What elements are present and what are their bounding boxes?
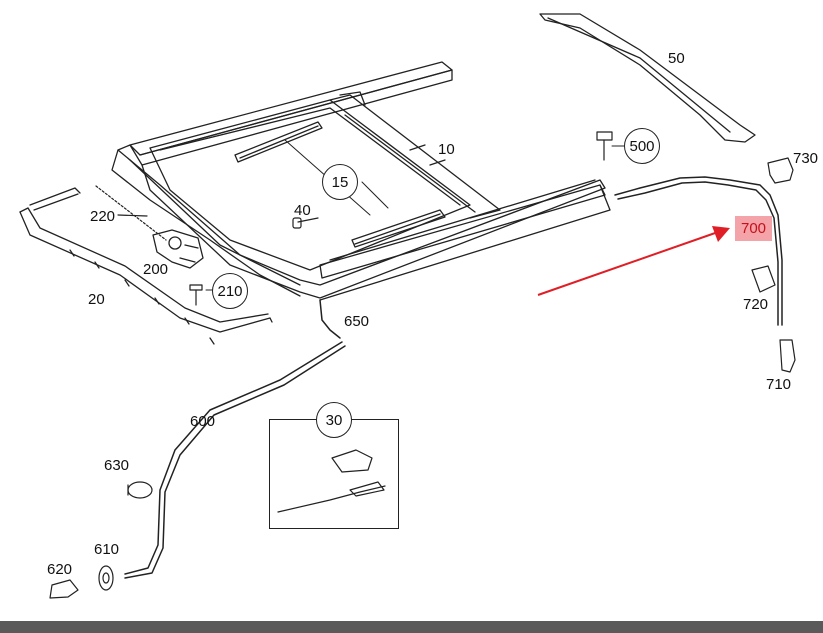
- rail-50: [539, 13, 756, 143]
- label-610: 610: [94, 541, 120, 558]
- grommet-610: [98, 565, 114, 591]
- label-10: 10: [438, 141, 455, 158]
- label-200: 200: [143, 261, 169, 278]
- label-730: 730: [793, 150, 819, 167]
- label-630: 630: [104, 457, 130, 474]
- screw-500: [596, 131, 613, 161]
- bottom-scrollbar[interactable]: [0, 621, 823, 633]
- label-720: 720: [743, 296, 769, 313]
- seal-strip-20: [19, 187, 273, 345]
- label-700-highlighted: 700: [735, 216, 773, 241]
- label-600: 600: [190, 413, 216, 430]
- label-220: 220: [90, 208, 116, 225]
- clamp-630: [127, 481, 153, 499]
- drain-hose-rear: [614, 176, 783, 326]
- callout-30: 30: [316, 402, 352, 438]
- valve-710: [779, 339, 796, 373]
- label-40: 40: [294, 202, 311, 219]
- motor-200: [152, 229, 204, 269]
- screw-40: [292, 217, 319, 229]
- label-620: 620: [47, 561, 73, 578]
- label-710: 710: [766, 376, 792, 393]
- clip-720: [751, 265, 776, 293]
- valve-620: [49, 579, 79, 599]
- label-50: 50: [668, 50, 685, 67]
- screw-210: [189, 284, 203, 306]
- inset-30-parts: [277, 449, 386, 513]
- sunroof-frame: [111, 61, 611, 301]
- red-arrow: [537, 226, 730, 296]
- callout-210: 210: [212, 273, 248, 309]
- callout-15: 15: [322, 164, 358, 200]
- label-650: 650: [344, 313, 370, 330]
- label-20: 20: [88, 291, 105, 308]
- clip-730: [767, 157, 794, 184]
- callout-500: 500: [624, 128, 660, 164]
- rod-220: [95, 185, 167, 241]
- drain-hose-front: [124, 299, 346, 579]
